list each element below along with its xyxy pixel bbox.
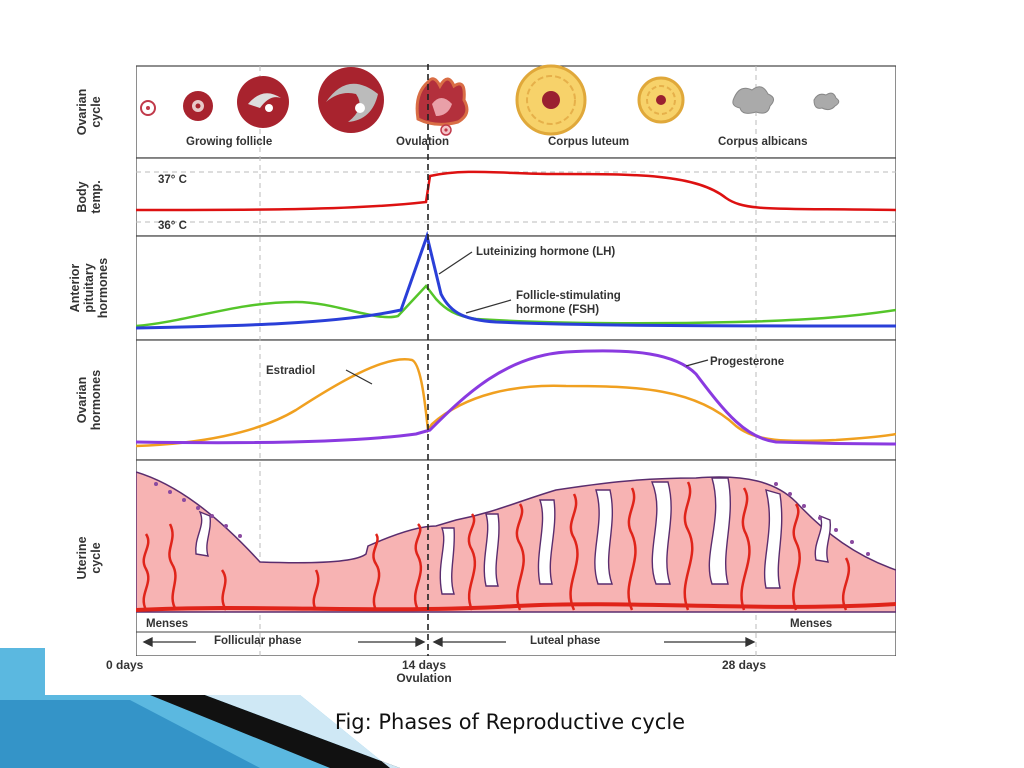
- label-day-14: 14 days: [401, 658, 447, 672]
- phase-arrows: [142, 636, 756, 648]
- label-day-0: 0 days: [106, 658, 144, 672]
- label-lh: Luteinizing hormone (LH): [476, 246, 616, 258]
- label-progesterone: Progesterone: [710, 356, 785, 368]
- label-fsh-line1: Follicle-stimulating: [516, 290, 621, 302]
- endometrium-fill: [136, 471, 896, 613]
- label-corpus-luteum: Corpus luteum: [548, 136, 630, 148]
- label-menses-start: Menses: [146, 618, 189, 630]
- body-temperature-line: [136, 170, 896, 212]
- label-anterior-pituitary: Anterior pituitary hormones: [68, 257, 110, 319]
- label-ovarian-cycle: Ovarian cycle: [75, 88, 103, 136]
- label-corpus-albicans: Corpus albicans: [718, 136, 808, 148]
- basal-vessel: [136, 602, 896, 612]
- label-ovarian-hormones: Ovarian hormones: [75, 369, 103, 431]
- panel-frame-body-temp: [136, 157, 896, 237]
- estradiol-line: [136, 357, 896, 448]
- label-fsh-line2: hormone (FSH): [516, 304, 600, 316]
- lh-line: [136, 230, 896, 330]
- label-follicular-phase: Follicular phase: [214, 635, 302, 647]
- label-growing-follicle: Growing follicle: [186, 136, 273, 148]
- label-temp-36: 36° C: [158, 220, 187, 232]
- figure-caption: Fig: Phases of Reproductive cycle: [334, 710, 686, 734]
- ovarian-follicle-illustrations: [140, 64, 840, 136]
- label-menses-end: Menses: [790, 618, 833, 630]
- label-day-14-ovulation: Ovulation: [396, 671, 452, 685]
- uterine-glands: [195, 477, 832, 595]
- progesterone-line: [136, 349, 896, 446]
- spiral-arteries: [142, 481, 851, 611]
- label-ovulation-stage: Ovulation: [396, 136, 450, 148]
- label-uterine-cycle: Uterine cycle: [75, 536, 103, 580]
- label-leaders: [345, 251, 709, 385]
- label-estradiol: Estradiol: [266, 365, 316, 377]
- label-luteal-phase: Luteal phase: [530, 635, 601, 647]
- label-day-28: 28 days: [722, 658, 767, 672]
- reproductive-cycle-figure: [136, 64, 896, 656]
- label-temp-37: 37° C: [158, 174, 187, 186]
- shedding-tissue-dots: [154, 482, 870, 556]
- label-body-temp: Body temp.: [75, 180, 103, 214]
